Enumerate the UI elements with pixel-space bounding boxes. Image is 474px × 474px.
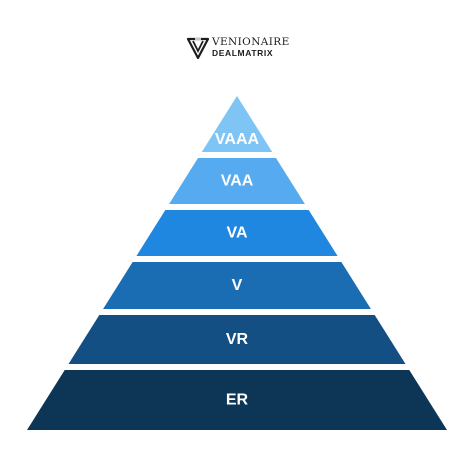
pyramid-tier-vaaa	[201, 96, 273, 152]
tier-label-va: VA	[226, 225, 247, 242]
tier-label-er: ER	[226, 392, 249, 409]
logo-text-dealmatrix: DEALMATRIX	[212, 48, 274, 58]
tier-label-vr: VR	[226, 331, 249, 348]
shield-v-icon	[186, 37, 210, 60]
tier-label-vaa: VAA	[221, 173, 254, 190]
pyramid-tier-va	[136, 210, 338, 256]
pyramid-tier-er	[27, 370, 447, 430]
pyramid-tier-v	[103, 262, 371, 309]
venionaire-logo: VENIONAIRE DEALMATRIX	[186, 35, 289, 61]
tier-label-vaaa: VAAA	[215, 131, 260, 148]
pyramid-tier-vr	[68, 315, 406, 364]
tier-label-v: V	[232, 277, 243, 294]
logo-text-venionaire: VENIONAIRE	[212, 36, 290, 48]
pyramid-tier-vaa	[169, 158, 305, 204]
